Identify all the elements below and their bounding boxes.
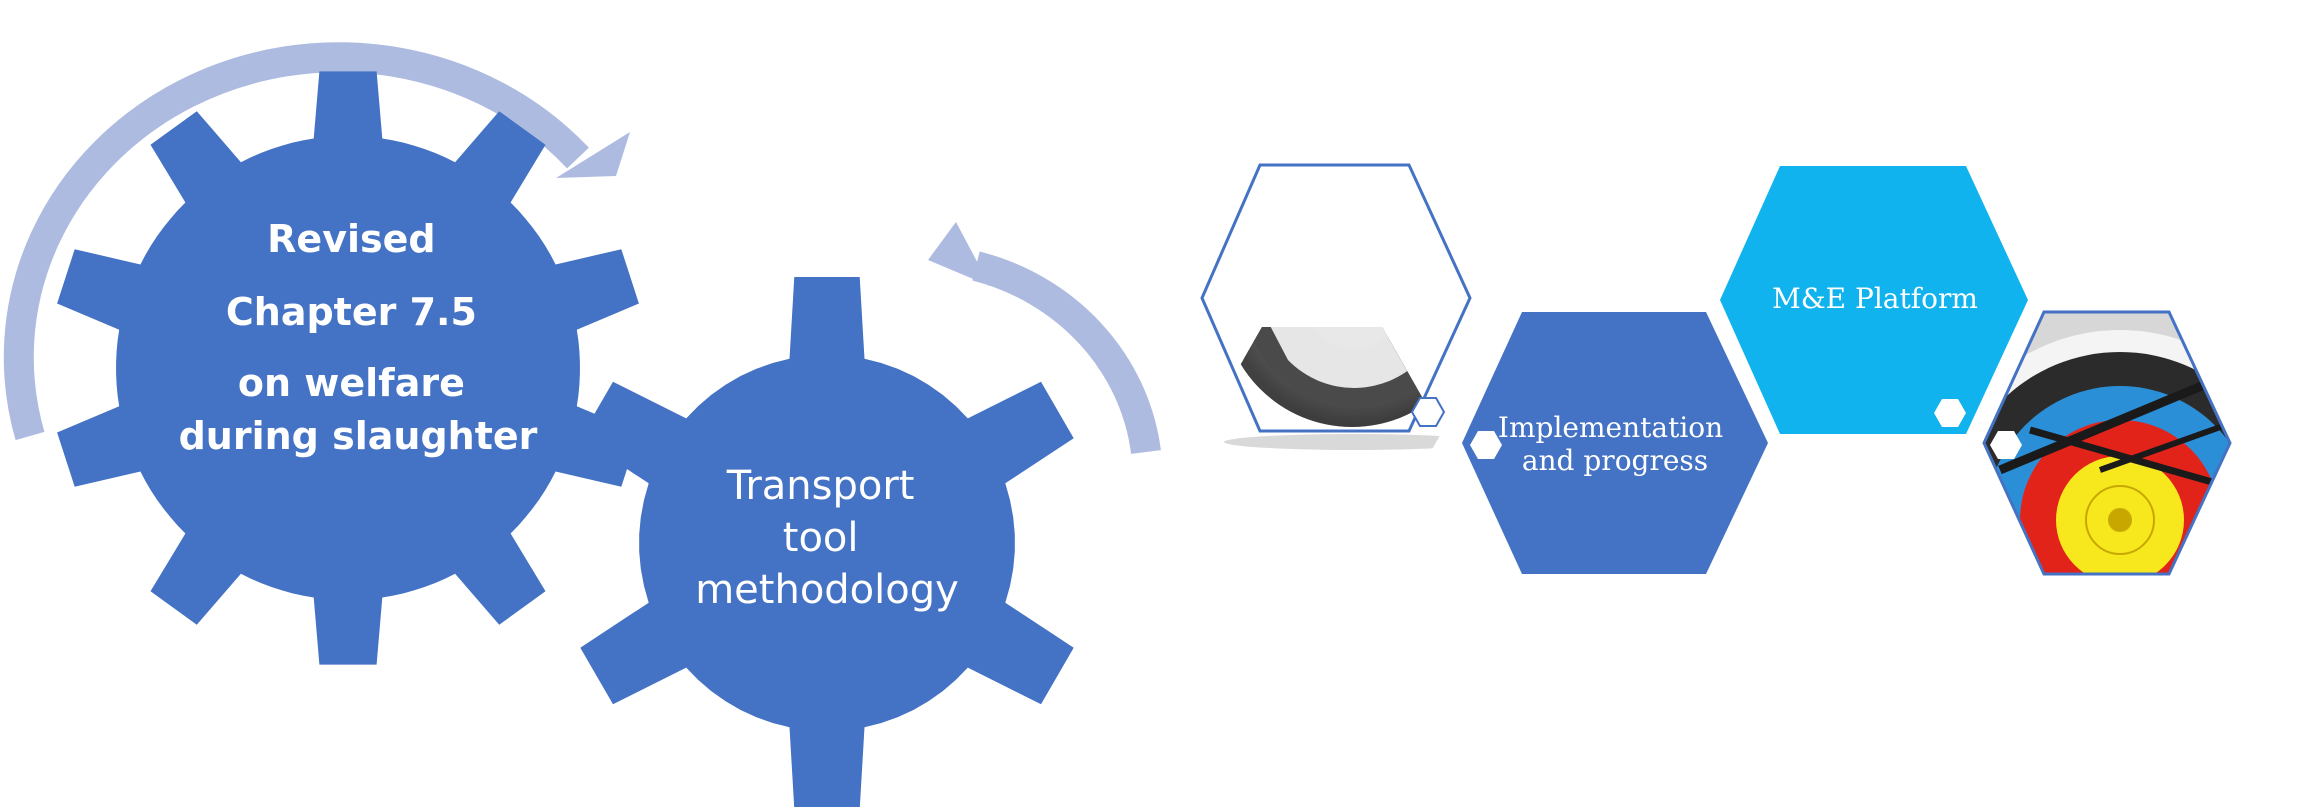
gear-transport-tool: [580, 277, 1074, 807]
gear-revised-line-2: Chapter 7.5: [226, 290, 477, 334]
cycle-arrow-left: [3, 42, 589, 441]
connector-hex-4: [1990, 431, 2022, 459]
gear-transport-label: Transport tool methodology: [695, 463, 959, 613]
gear-revised-line-1: Revised: [267, 217, 435, 261]
hexagon-gauge-frame: [1200, 163, 1472, 433]
gear-revised-line-3: on welfare: [238, 361, 465, 405]
connector-hex-2: [1470, 431, 1502, 459]
gear-transport-line-1: Transport: [726, 463, 915, 509]
gear-revised-line-4: during slaughter: [179, 414, 538, 458]
hexagon-implementation: [1462, 312, 1768, 574]
connector-hex-3: [1934, 399, 1966, 427]
hexagon-platform: [1720, 166, 2028, 434]
gear-transport-line-3: methodology: [695, 567, 959, 613]
implementation-line-1: Implementation: [1498, 411, 1723, 444]
gear-revised-chapter: [57, 71, 639, 665]
cycle-arrow-left-head: [556, 132, 630, 178]
cycle-arrow-right: [972, 251, 1161, 455]
cycle-arrow-right-head: [928, 222, 990, 286]
hexagon-gauge: [1202, 327, 1442, 537]
hexagon-platform-label: M&E Platform: [1772, 282, 1978, 315]
gear-revised-label: Revised Chapter 7.5 on welfare during sl…: [179, 217, 538, 458]
connector-hex-1: [1410, 397, 1446, 427]
archery-target-picture: [1984, 312, 2230, 574]
hexagon-implementation-label: Implementation and progress: [1498, 411, 1732, 477]
gear-transport-line-2: tool: [783, 515, 859, 561]
hexagon-target: [1982, 310, 2232, 576]
implementation-line-2: and progress: [1522, 444, 1708, 477]
